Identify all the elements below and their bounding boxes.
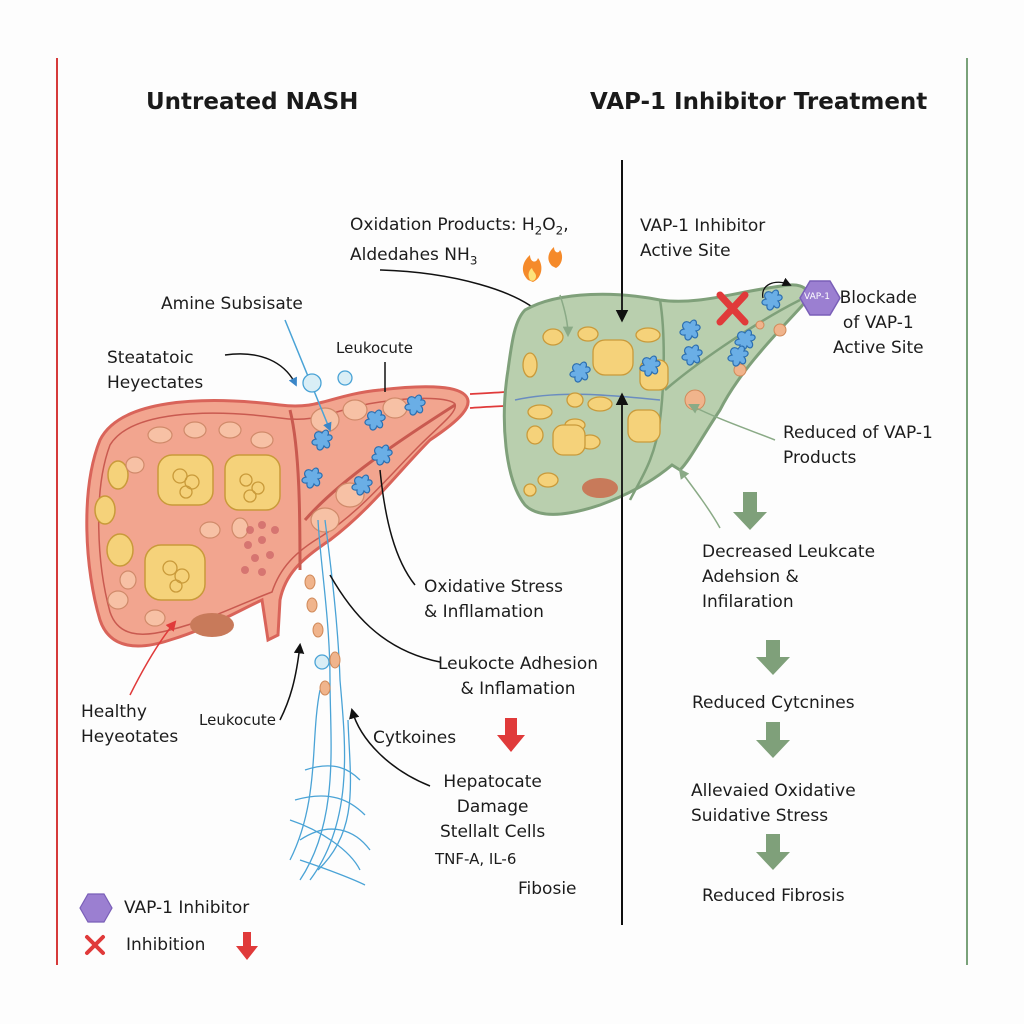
right-panel-title: VAP-1 Inhibitor Treatment [590,89,928,115]
nash-arrows [224,269,547,787]
circulating-cells [302,370,353,696]
flame-icons [522,247,563,282]
legend-red-arrow-icon [236,932,258,960]
vap1-hexagon-icon [799,280,841,316]
legend-x-icon [85,935,105,955]
tnf-il6-label: TNF-A, IL-6 [435,850,517,868]
cascade-arrows [733,492,790,870]
amine-substrate-label: Amine Subsisate [161,294,303,314]
left-panel-title: Untreated NASH [146,89,359,115]
cascade-step-2: Reduced Cytcnines [692,693,855,713]
leukocyte-top-label: Leukocute [336,339,414,357]
fibrosis-fibers [289,519,371,886]
inhibition-x-icon [716,291,749,326]
legend-inhibitor-label: VAP-1 Inhibitor [124,898,250,918]
hepatocyte-damage-label: Hepatocate Damage Stellalt Cells [440,772,546,842]
legend-inhibition-label: Inhibition [126,935,206,955]
cascade-step-4: Reduced Fibrosis [702,886,845,906]
vap1-hexagon-text: VAP-1 [804,292,830,302]
cytokines-label: Cytkoines [373,728,457,748]
blockade-label: Blockade of VAP-1 Active Site [833,288,924,358]
healthy-hepatocytes-pointer [129,620,177,696]
treated-liver [502,283,809,516]
oxidative-stress-label: Oxidative Stress& Infllamation [424,577,563,622]
legend-hexagon-icon [79,893,113,923]
leukocyte-adhesion-label: Leukocte Adhesion& Inflamation [438,654,599,699]
cascade-step-1: Decreased Leukcate Adehsion & Infilarati… [702,542,876,612]
cascade-step-3: Allevaied Oxidative Suidative Stress [691,781,856,826]
nash-liver [85,385,470,648]
treated-arrows [559,230,792,925]
fibrosis-left-label: Fibosie [518,879,577,899]
red-down-arrow-icon [497,718,525,752]
leukocyte-bottom-label: Leukocute [199,711,277,729]
oxidation-products-label: Oxidation Products: H2O2, Aldedahes NH3 [350,215,569,268]
